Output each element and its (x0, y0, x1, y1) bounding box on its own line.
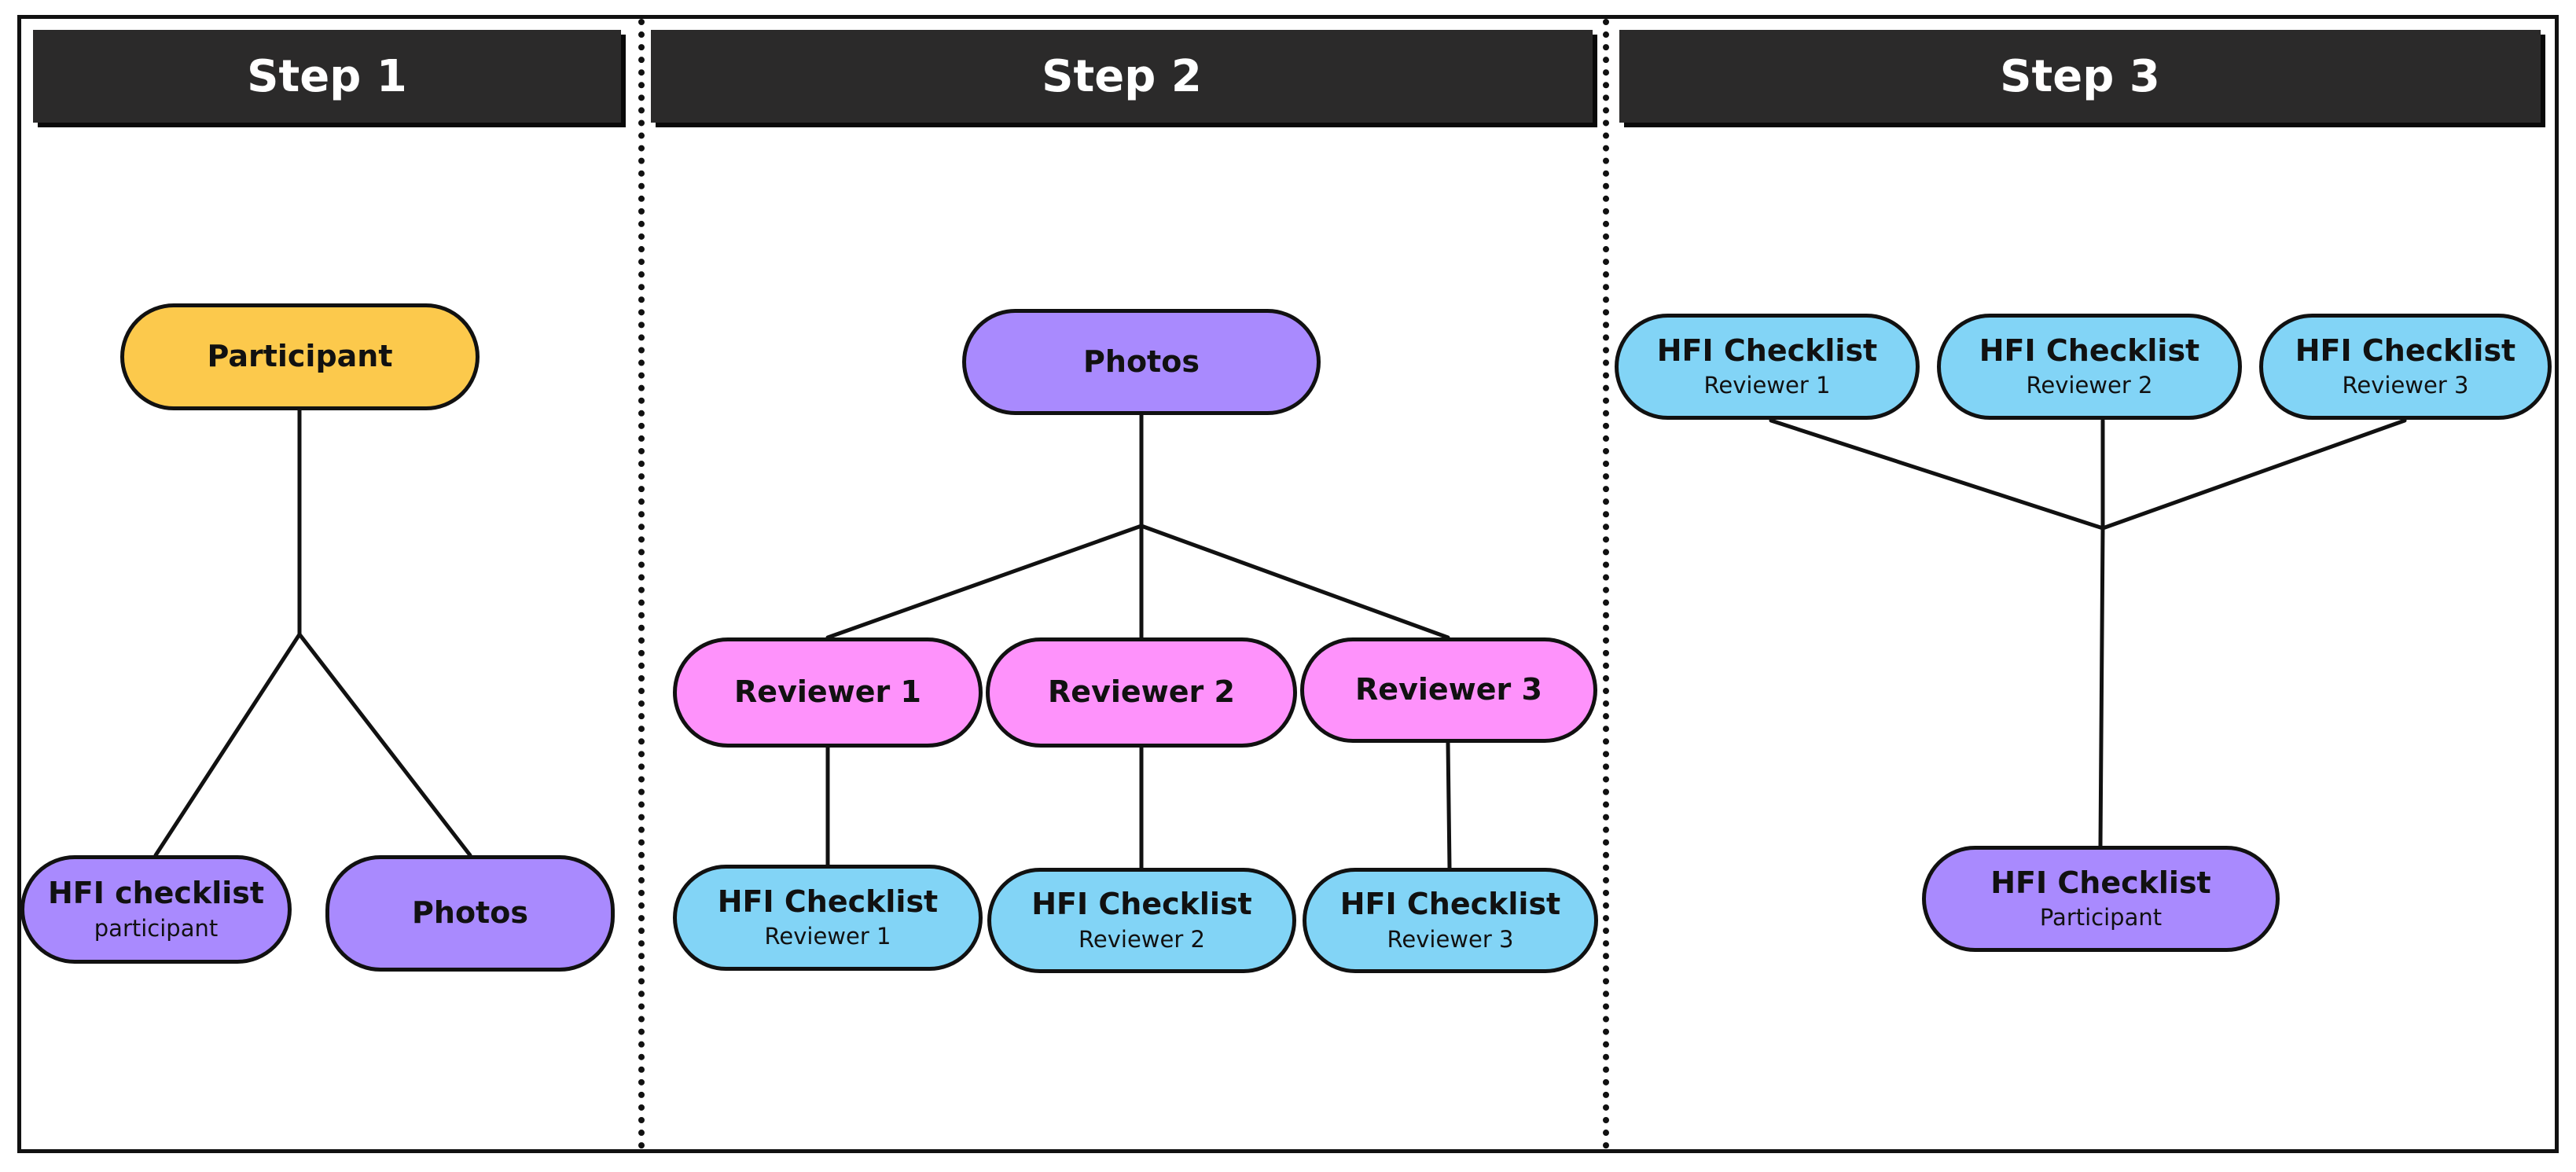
hfi-checklist-reviewer-1-title: HFI Checklist (717, 884, 939, 919)
hfi-checklist-reviewer-3-node: HFI Checklist Reviewer 3 (1303, 868, 1598, 973)
connector-hub-reviewer-1 (825, 524, 1144, 640)
connector-checklist-r1-hub (1769, 418, 2105, 531)
hfi-checklist-reviewer-2-title: HFI Checklist (1031, 887, 1252, 922)
step-3-checklist-reviewer-1-sub: Reviewer 1 (1703, 372, 1831, 399)
hfi-checklist-final-participant-sub: Participant (2039, 904, 2163, 931)
hfi-checklist-participant-sub: participant (94, 914, 219, 942)
reviewer-1-title: Reviewer 1 (734, 674, 921, 710)
reviewer-2-node: Reviewer 2 (986, 637, 1297, 748)
step-3-checklist-reviewer-2-title: HFI Checklist (1979, 332, 2200, 368)
step-divider-1 (638, 19, 645, 1149)
step-2-header: Step 2 (651, 30, 1593, 123)
hfi-checklist-participant-node: HFI checklist participant (20, 855, 292, 964)
step-3-checklist-reviewer-3-title: HFI Checklist (2295, 332, 2516, 368)
connector-reviewer-3-checklist (1446, 740, 1452, 870)
hfi-checklist-reviewer-1-node: HFI Checklist Reviewer 1 (673, 865, 983, 971)
hfi-checklist-participant-title: HFI checklist (47, 876, 265, 911)
connector-hub-reviewer-3 (1139, 524, 1450, 640)
hfi-checklist-reviewer-2-node: HFI Checklist Reviewer 2 (987, 868, 1296, 973)
hfi-checklist-final-participant-title: HFI Checklist (1990, 865, 2211, 900)
step-3-checklist-reviewer-3-node: HFI Checklist Reviewer 3 (2259, 314, 2552, 420)
connector-split-checklist (153, 632, 302, 858)
photos-node-step-2-title: Photos (1083, 344, 1200, 379)
hfi-checklist-reviewer-3-title: HFI Checklist (1339, 887, 1561, 922)
step-3-checklist-reviewer-1-title: HFI Checklist (1656, 332, 1878, 368)
hfi-checklist-final-participant-node: HFI Checklist Participant (1922, 846, 2280, 952)
step-3-checklist-reviewer-3-sub: Reviewer 3 (2342, 372, 2469, 399)
connector-split-photos (297, 632, 472, 858)
reviewer-3-title: Reviewer 3 (1355, 672, 1542, 707)
hfi-checklist-reviewer-2-sub: Reviewer 2 (1079, 925, 1205, 953)
photos-node-step-1: Photos (325, 855, 615, 972)
reviewer-1-node: Reviewer 1 (673, 637, 983, 748)
connector-checklist-r3-hub (2100, 418, 2407, 531)
hfi-checklist-reviewer-3-sub: Reviewer 3 (1387, 925, 1514, 953)
participant-node-title: Participant (207, 339, 393, 374)
reviewer-2-title: Reviewer 2 (1048, 674, 1235, 710)
step-3-header: Step 3 (1619, 30, 2541, 123)
photos-node-step-1-title: Photos (412, 895, 528, 931)
step-divider-2 (1603, 19, 1609, 1149)
step-1-header: Step 1 (33, 30, 621, 123)
participant-node: Participant (120, 303, 480, 410)
step-3-checklist-reviewer-1-node: HFI Checklist Reviewer 1 (1615, 314, 1920, 420)
diagram-frame (17, 15, 2559, 1153)
photos-node-step-2: Photos (962, 309, 1321, 415)
step-3-checklist-reviewer-2-sub: Reviewer 2 (2026, 372, 2153, 399)
hfi-checklist-reviewer-1-sub: Reviewer 1 (764, 923, 891, 950)
connector-hub-result (2098, 526, 2105, 848)
step-3-checklist-reviewer-2-node: HFI Checklist Reviewer 2 (1937, 314, 2242, 420)
reviewer-3-node: Reviewer 3 (1300, 637, 1597, 743)
